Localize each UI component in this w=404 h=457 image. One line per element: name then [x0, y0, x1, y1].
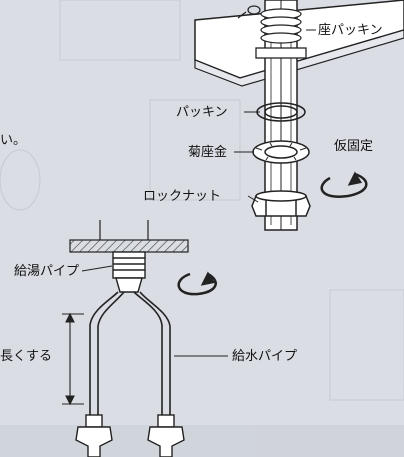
rotate-arrow-lower-icon	[177, 271, 217, 296]
chain-icon	[237, 5, 261, 19]
seat-packing-part	[255, 47, 307, 59]
label-chrysanthemum-washer: 菊座金	[188, 144, 227, 160]
label-seat-packing: 座パッキン	[318, 23, 383, 38]
rotate-arrow-icon	[320, 171, 368, 198]
lock-nut-part	[251, 190, 311, 217]
lengthen-dimension	[62, 312, 84, 406]
label-fragment-left: い。	[0, 133, 26, 148]
top-threads	[260, 8, 302, 44]
label-lengthen: 長くする	[0, 349, 52, 364]
labels: 座パッキン パッキン 菊座金 仮固定 ロックナット 給湯パイプ 長くする 給水パ…	[0, 23, 383, 364]
leader-lines	[234, 29, 316, 203]
stop-valve-right	[147, 414, 185, 457]
label-lock-nut: ロックナット	[143, 189, 221, 204]
label-hot-water-pipe: 給湯パイプ	[14, 264, 79, 279]
shank-assembly	[237, 0, 311, 231]
label-packing: パッキン	[176, 105, 228, 120]
stop-valve-left	[75, 414, 113, 457]
lower-leader-lines	[81, 265, 228, 357]
chrysanthemum-washer-part	[252, 140, 310, 164]
counter-slab-bottom	[69, 220, 189, 253]
label-cold-water-pipe: 給水パイプ	[232, 349, 297, 364]
faucet-threaded-body	[112, 251, 146, 293]
supply-pipes	[89, 291, 171, 415]
label-temporary-fix: 仮固定	[334, 139, 373, 154]
